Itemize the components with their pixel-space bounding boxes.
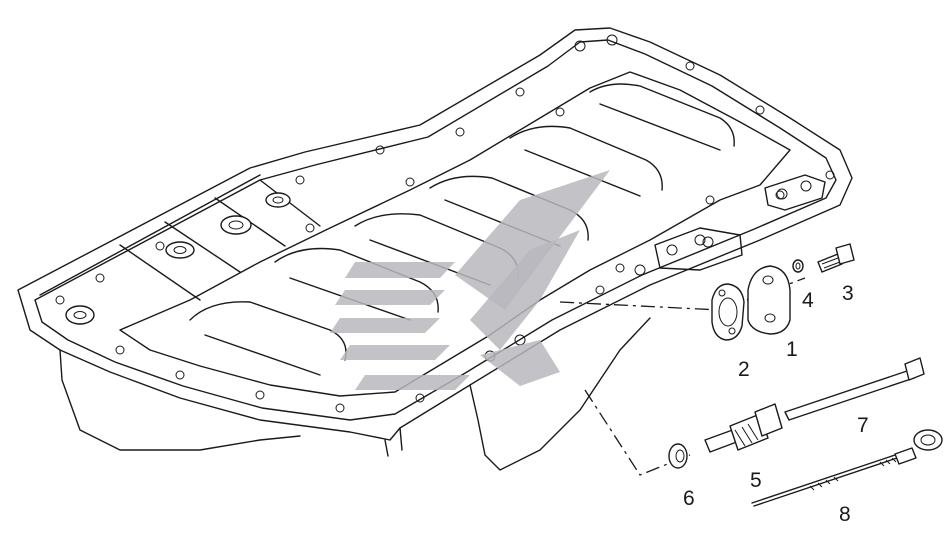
callout-4: 4: [802, 289, 814, 312]
part-5-fitting: [704, 403, 783, 453]
callout-8: 8: [839, 503, 851, 526]
part-4-washer: [792, 259, 804, 273]
callout-6: 6: [683, 487, 695, 510]
oil-pan: [17, 27, 853, 471]
callout-3: 3: [842, 282, 854, 305]
callout-5: 5: [750, 469, 762, 492]
flange-bolt-holes: [55, 34, 835, 413]
part-7-guide-tube: [784, 357, 925, 421]
callout-labels: 1 2 3 4 5 6 7 8: [683, 282, 869, 526]
callout-7: 7: [857, 414, 869, 437]
part-6-sealing-ring: [668, 443, 688, 469]
callout-2: 2: [738, 358, 750, 381]
part-3-bolt: [817, 243, 855, 273]
part-8-dipstick: [751, 429, 943, 507]
part-1-cover-plate: [747, 265, 791, 335]
watermark-logo: [330, 170, 610, 390]
part-2-gasket: [711, 283, 745, 341]
callout-1: 1: [786, 338, 798, 361]
